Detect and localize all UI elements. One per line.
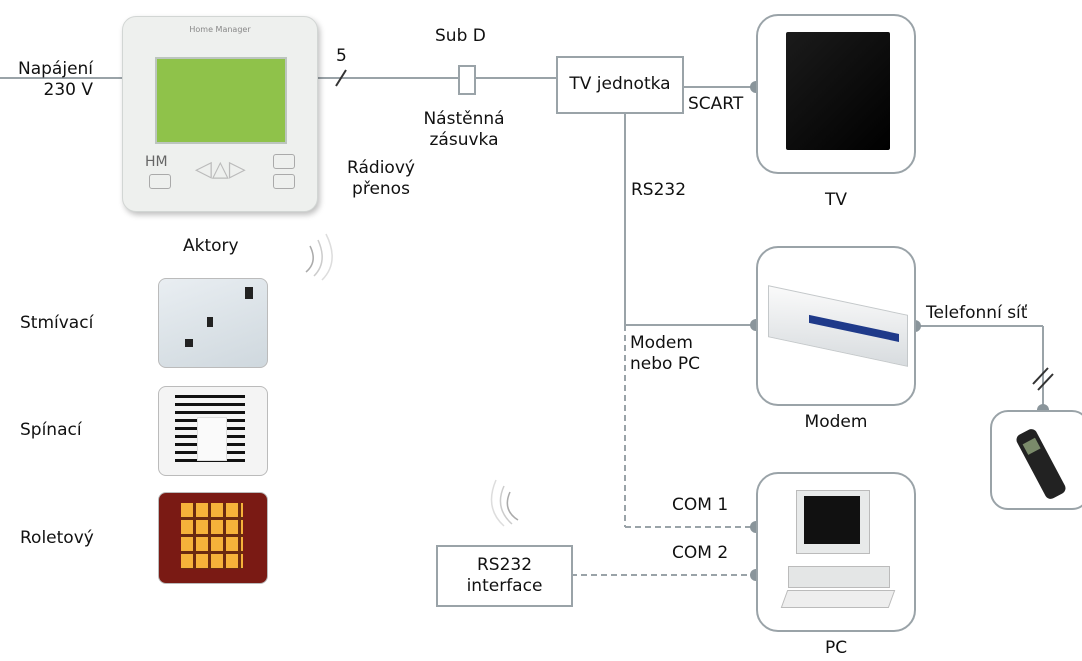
panel-button[interactable]	[149, 174, 171, 189]
panel-arrows-icon[interactable]: ◁△▷	[195, 157, 246, 182]
pc-label: PC	[824, 638, 848, 658]
dimming-label: Stmívací	[20, 313, 94, 333]
tv-frame	[756, 14, 916, 174]
dimmer-lamp-icon	[158, 278, 268, 368]
wall-socket-label: Nástěnná zásuvka	[423, 109, 505, 150]
actors-label: Aktory	[183, 236, 239, 256]
switching-label: Spínací	[20, 420, 82, 440]
panel-button[interactable]	[273, 154, 295, 169]
pc-frame	[756, 472, 916, 632]
power-label: Napájení 230 V	[18, 59, 94, 100]
mobile-phone-icon	[1014, 427, 1068, 501]
com2-label: COM 2	[672, 543, 729, 563]
modem-frame	[756, 246, 916, 406]
tv-icon	[786, 32, 890, 150]
mobile-phone-frame	[990, 410, 1082, 510]
tv-unit-label: TV jednotka	[569, 74, 671, 94]
subd-label: Sub D	[435, 26, 486, 46]
rs232-interface-label: RS232 interface	[466, 555, 543, 596]
panel-button[interactable]	[273, 174, 295, 189]
panel-screen	[155, 57, 287, 144]
panel-brand: Home Manager	[189, 25, 251, 34]
pc-icon	[778, 486, 898, 622]
radio-transmission-label: Rádiový přenos	[347, 158, 415, 199]
wireless-signal-icon	[482, 478, 532, 532]
panel-logo: HM	[145, 154, 168, 170]
wire-count-label: 5	[336, 46, 347, 66]
rs232-interface-box: RS232 interface	[436, 545, 573, 607]
tv-unit-box: TV jednotka	[556, 56, 684, 114]
phone-network-label: Telefonní síť	[926, 303, 1028, 323]
modem-label: Modem	[804, 412, 868, 432]
subd-connector	[458, 65, 476, 95]
tv-label: TV	[824, 190, 847, 210]
modem-icon	[768, 285, 908, 367]
wireless-signal-icon	[296, 232, 346, 286]
scart-label: SCART	[688, 94, 744, 114]
shutter-label: Roletový	[20, 528, 94, 548]
modem-or-pc-label: Modem nebo PC	[630, 333, 700, 374]
radiator-icon	[158, 386, 268, 476]
com1-label: COM 1	[672, 495, 729, 515]
home-manager-panel: Home Manager HM ◁△▷	[122, 16, 318, 212]
rs232-label: RS232	[631, 180, 687, 200]
window-shutter-icon	[158, 492, 268, 584]
